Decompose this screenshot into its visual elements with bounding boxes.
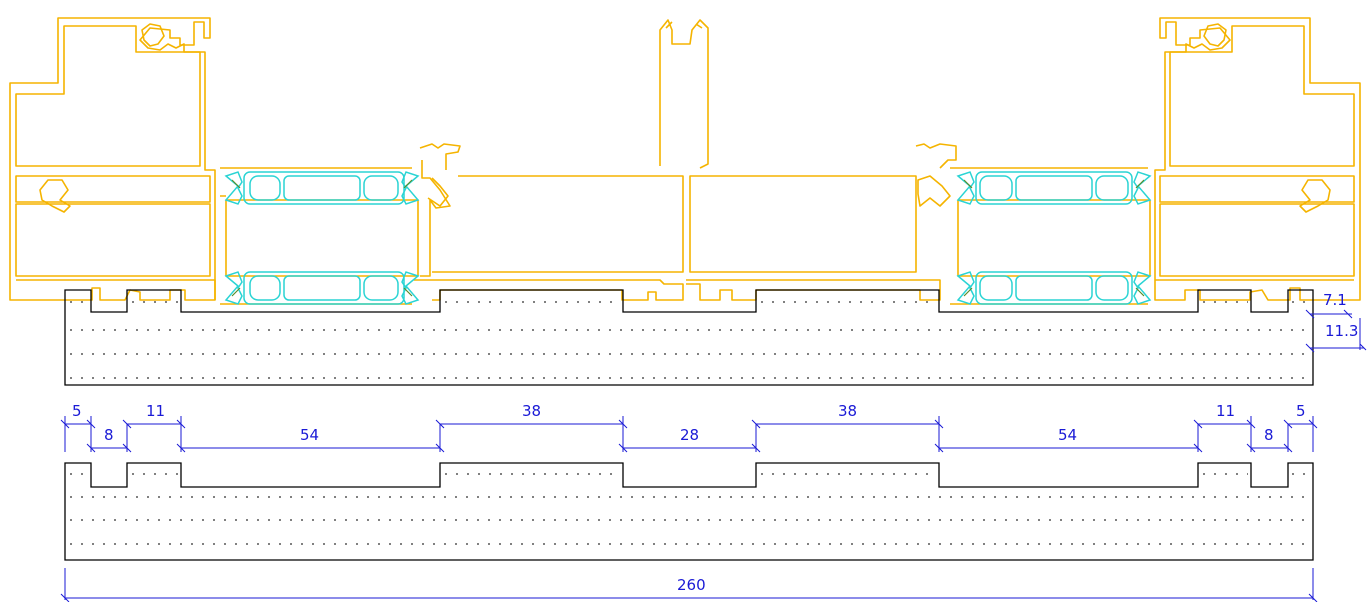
thermal-strip-left-upper xyxy=(224,171,420,205)
dim-54-right: 54 xyxy=(1058,426,1077,444)
dim-7-1: 7.1 xyxy=(1323,291,1347,309)
dim-8-right: 8 xyxy=(1264,426,1274,444)
aluminium-profile xyxy=(9,17,1361,305)
thermal-strip-right-upper xyxy=(956,171,1152,205)
dim-38-left: 38 xyxy=(522,402,541,420)
upper-block xyxy=(64,289,1314,386)
lower-block-hatch xyxy=(70,473,1310,545)
dim-260: 260 xyxy=(677,576,706,594)
segment-dimensions: 5 8 11 54 38 28 38 54 11 8 5 xyxy=(60,402,1318,453)
dim-54-left: 54 xyxy=(300,426,319,444)
thermal-strip-right-lower xyxy=(956,271,1152,305)
upper-block-outline xyxy=(64,289,1314,386)
dim-11-3: 11.3 xyxy=(1325,322,1358,340)
dim-5-left: 5 xyxy=(72,402,82,420)
dim-8-left: 8 xyxy=(104,426,114,444)
dim-38-right: 38 xyxy=(838,402,857,420)
lower-block xyxy=(64,462,1314,561)
offset-dimensions: 7.1 11.3 xyxy=(1305,291,1367,353)
dim-5-right: 5 xyxy=(1296,402,1306,420)
dim-11-left: 11 xyxy=(146,402,165,420)
dim-11-right: 11 xyxy=(1216,402,1235,420)
lower-block-outline xyxy=(64,462,1314,561)
thermal-break-strips xyxy=(224,171,1152,305)
overall-dimension: 260 xyxy=(60,568,1318,602)
dim-28: 28 xyxy=(680,426,699,444)
upper-block-hatch xyxy=(70,301,1310,379)
thermal-strip-left-lower xyxy=(224,271,420,305)
